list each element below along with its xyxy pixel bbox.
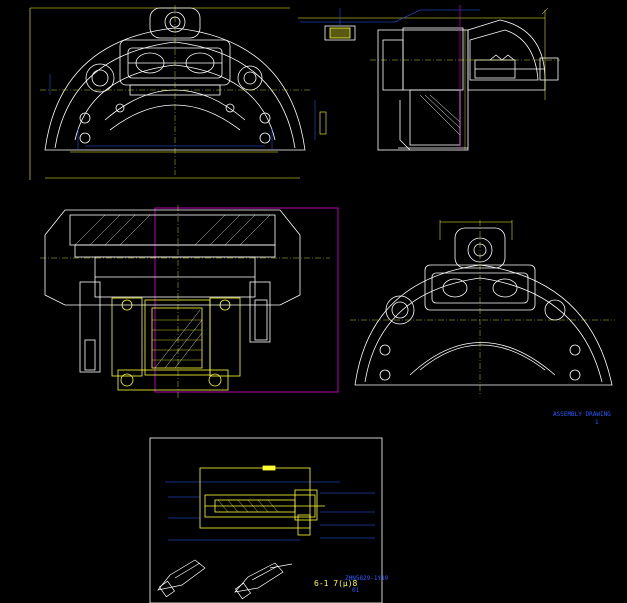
caliper-side-section xyxy=(298,5,560,151)
view-label-sub: 1 xyxy=(595,419,599,426)
caliper-top-section xyxy=(40,205,339,400)
view-label: ASSEMBLY DRAWING xyxy=(553,411,611,418)
caliper-front-view xyxy=(29,5,327,180)
detail-spec: 6-1 7(μ)8 xyxy=(314,579,358,588)
adjuster-detail xyxy=(149,437,383,603)
caliper-front-view-small xyxy=(350,220,615,395)
detail-ref-sub: 01 xyxy=(352,587,360,594)
detail-ref: ZHN5829-1Y10 xyxy=(345,575,389,582)
